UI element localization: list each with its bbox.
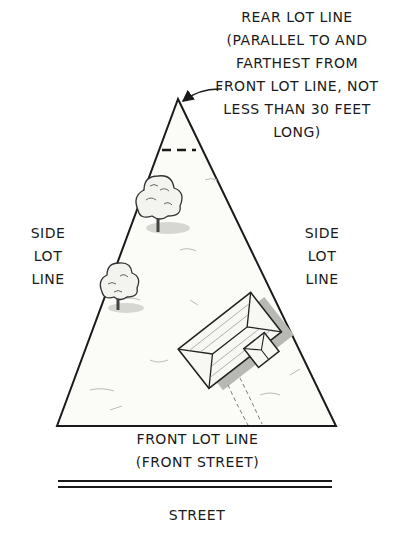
street-line xyxy=(58,480,332,482)
side-lot-line-label: SIDE LOT LINE xyxy=(18,222,78,291)
tree xyxy=(136,176,190,234)
side-lot-line-label: SIDE LOT LINE xyxy=(292,222,352,291)
rear-lot-line-note: REAR LOT LINE (PARALLEL TO AND FARTHEST … xyxy=(212,6,382,144)
house xyxy=(178,287,296,399)
rear-line xyxy=(162,149,196,152)
walkway xyxy=(228,378,262,425)
street-label: STREET xyxy=(140,504,254,527)
street-line xyxy=(58,486,332,488)
front-lot-line-label: FRONT LOT LINE (FRONT STREET) xyxy=(110,428,285,474)
lot-outline xyxy=(57,99,336,426)
tree xyxy=(100,263,144,313)
